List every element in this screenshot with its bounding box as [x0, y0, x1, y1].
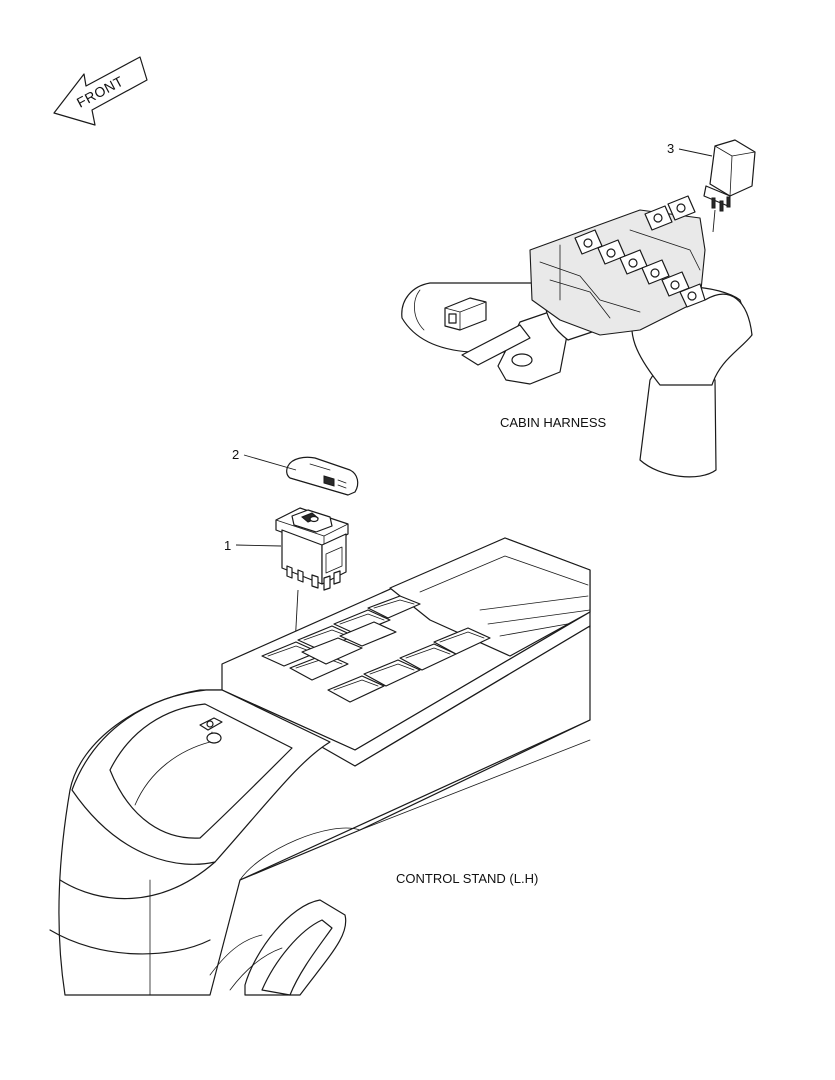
- cabin-harness-assembly: 3 CABIN HARNESS: [401, 139, 756, 478]
- callout-3-number: 3: [667, 141, 674, 156]
- stand-opening: [109, 703, 293, 839]
- socket-5: [661, 271, 690, 297]
- slot-r3c2: [363, 659, 421, 687]
- control-stand-label: CONTROL STAND (L.H): [396, 871, 538, 886]
- callout-3: 3: [667, 141, 713, 157]
- slot-r3c4: [433, 627, 491, 655]
- harness-connector: [444, 297, 487, 331]
- callout-2-number: 2: [232, 447, 239, 462]
- socket-3: [619, 249, 648, 275]
- stand-knob: [199, 717, 223, 744]
- cabin-harness-label: CABIN HARNESS: [500, 415, 607, 430]
- slot-r3c1: [327, 675, 385, 703]
- slot-r1c4: [367, 595, 421, 619]
- switch-slot-grid: [261, 595, 491, 703]
- callout-1-number: 1: [224, 538, 231, 553]
- socket-6: [679, 283, 706, 308]
- socket-4: [641, 259, 670, 285]
- socket-8: [644, 205, 673, 231]
- relay-block-cluster: [529, 195, 706, 336]
- callout-1: 1: [224, 538, 282, 553]
- slot-r2c2: [301, 637, 363, 665]
- control-stand-assembly: CONTROL STAND (L.H): [49, 537, 591, 996]
- slot-r2c3: [339, 621, 397, 647]
- relay-part-3: [703, 139, 756, 233]
- front-arrow: FRONT: [53, 56, 148, 126]
- slot-r1c3: [333, 609, 391, 635]
- callout-2: 2: [232, 447, 297, 471]
- socket-7: [667, 195, 696, 221]
- switch-cap-part-2: [286, 456, 359, 496]
- switch-body-part-1: [275, 507, 349, 591]
